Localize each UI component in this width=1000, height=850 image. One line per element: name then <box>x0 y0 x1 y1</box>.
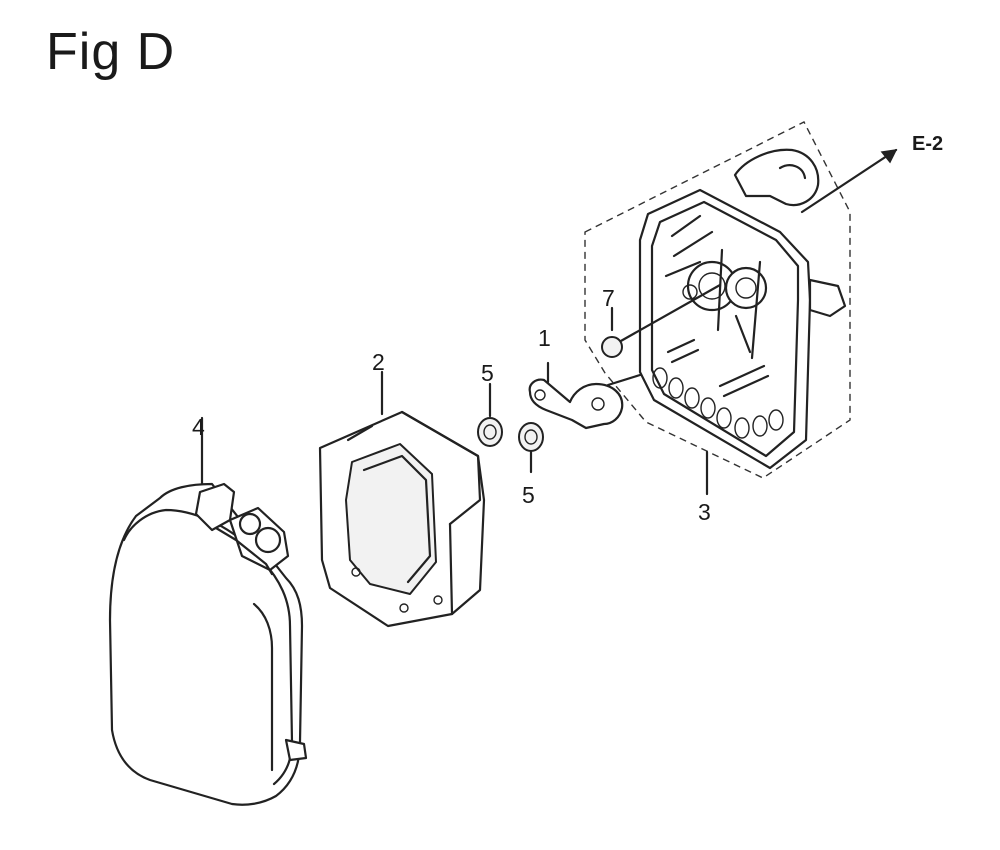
case-vent-row <box>652 367 784 439</box>
callout-part-4: 4 <box>192 414 205 440</box>
part-1-bracket <box>528 361 642 430</box>
part-3-group-outline <box>584 121 851 479</box>
part-3-air-cleaner-case <box>584 121 851 479</box>
callout-part-5-upper: 5 <box>481 360 494 386</box>
callout-part-7: 7 <box>602 285 615 311</box>
callout-part-5-lower: 5 <box>522 482 535 508</box>
part-7-plug <box>601 283 722 358</box>
element-opening <box>345 443 437 595</box>
part-5-nut-upper <box>477 382 503 447</box>
reference-arrow-e2: E-2 <box>800 133 943 214</box>
callout-labels: 1 2 3 4 5 5 7 <box>192 285 711 525</box>
cover-shell <box>108 482 304 806</box>
reference-label: E-2 <box>912 133 943 155</box>
part-4-air-cleaner-cover <box>108 416 308 806</box>
part-5-nut-lower <box>518 422 544 474</box>
case-body <box>638 188 812 470</box>
figure-title: Fig D <box>46 23 176 81</box>
callout-part-2: 2 <box>372 349 385 375</box>
callout-part-1: 1 <box>538 325 551 351</box>
callout-part-3: 3 <box>698 499 711 525</box>
part-2-air-filter-element <box>318 370 486 628</box>
bracket-plate <box>528 378 624 430</box>
